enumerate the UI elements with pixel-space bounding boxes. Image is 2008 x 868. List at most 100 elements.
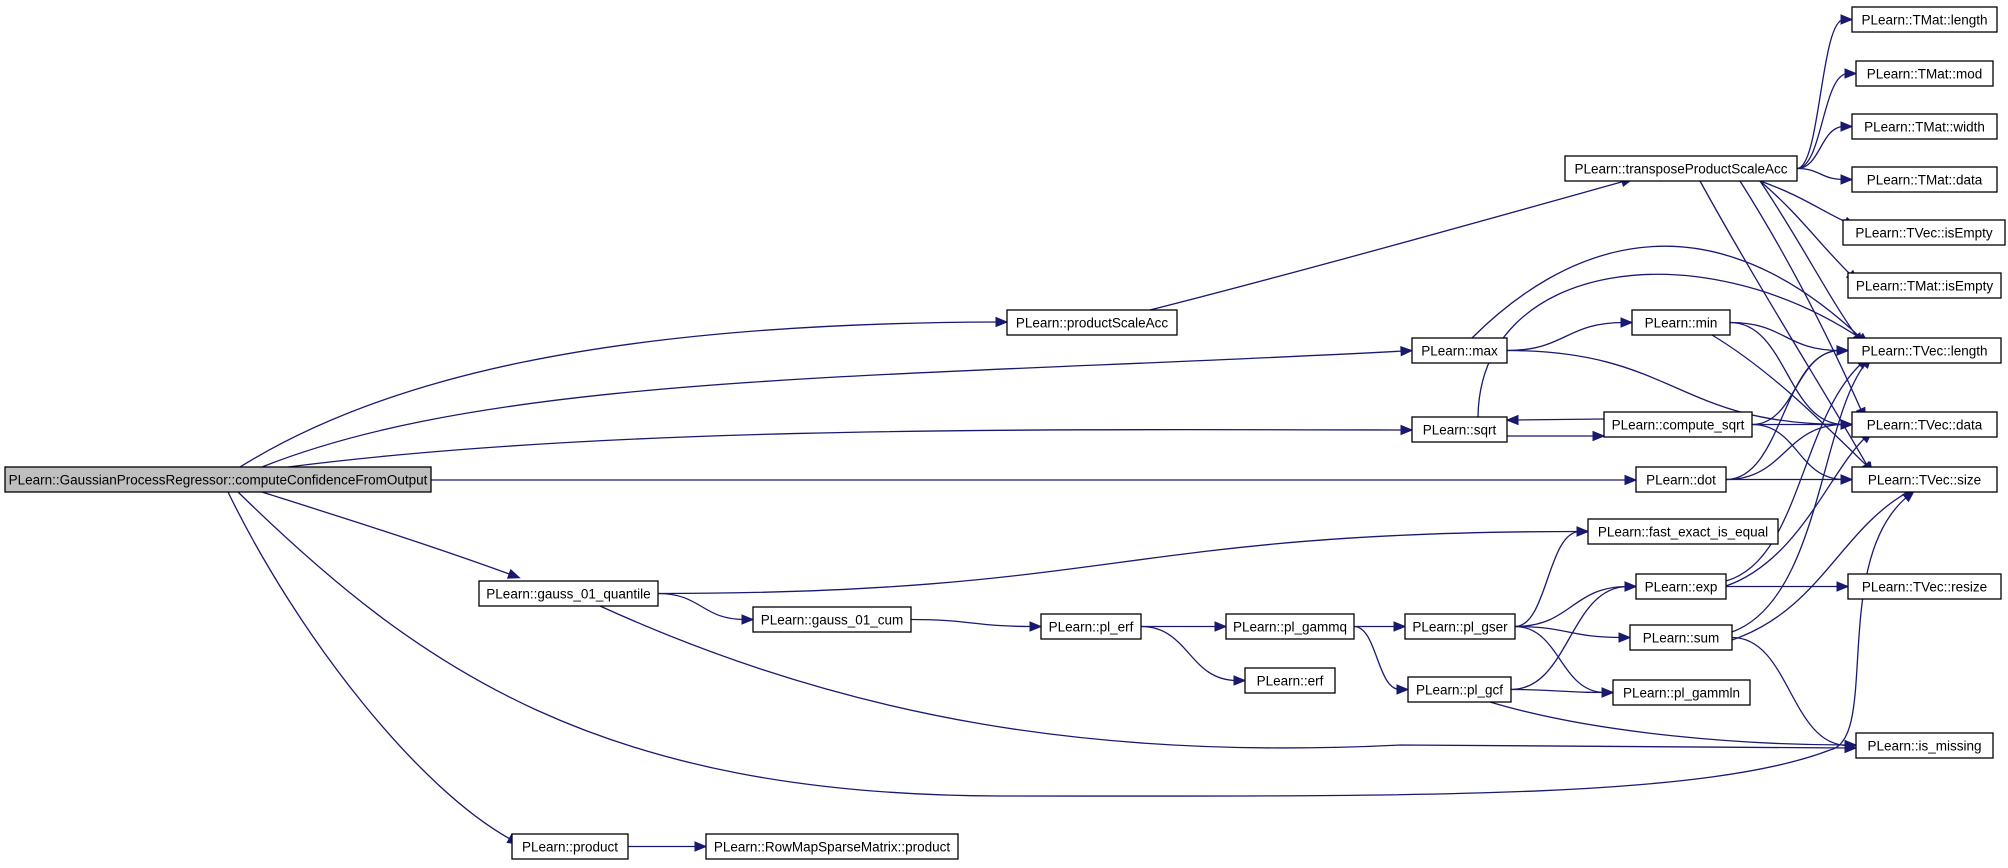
graph-node[interactable]: PLearn::erf	[1244, 667, 1336, 694]
node-label: PLearn::productScaleAcc	[1016, 316, 1169, 331]
graph-node[interactable]: PLearn::TVec::isEmpty	[1842, 219, 2006, 246]
graph-node[interactable]: PLearn::pl_gser	[1404, 613, 1516, 640]
graph-node[interactable]: PLearn::pl_gcf	[1407, 676, 1512, 703]
node-box	[478, 580, 659, 607]
edge-arrowhead	[741, 614, 755, 625]
graph-node[interactable]: PLearn::exp	[1635, 573, 1727, 600]
call-edge	[1725, 349, 1841, 481]
edge-arrowhead	[1029, 621, 1043, 632]
call-edge	[1353, 625, 1401, 691]
call-edge	[1514, 585, 1629, 628]
edge-arrowhead	[1592, 430, 1606, 442]
graph-node[interactable]: PLearn::TMat::width	[1851, 113, 1998, 140]
edge-arrowhead	[1396, 684, 1410, 695]
node-label: PLearn::TVec::data	[1867, 418, 1983, 433]
node-label: PLearn::erf	[1257, 674, 1324, 689]
node-label: PLearn::TMat::data	[1867, 173, 1983, 188]
edge-arrowhead	[1393, 621, 1407, 632]
call-edge	[1514, 530, 1581, 628]
graph-node[interactable]: PLearn::pl_gammq	[1225, 613, 1355, 640]
node-box	[4, 466, 432, 493]
call-edge	[1759, 180, 1859, 339]
call-edge	[287, 428, 1405, 468]
call-edge	[1514, 625, 1623, 639]
node-box	[1411, 416, 1508, 443]
node-label: PLearn::TVec::resize	[1862, 580, 1987, 595]
call-edge	[1506, 321, 1625, 352]
graph-node[interactable]: PLearn::TVec::data	[1851, 411, 1998, 438]
call-edge	[261, 350, 1405, 468]
graph-node[interactable]: PLearn::fast_exact_is_equal	[1587, 518, 1779, 545]
node-label: PLearn::sqrt	[1423, 423, 1497, 438]
node-label: PLearn::TMat::mod	[1867, 67, 1983, 82]
call-edge	[1510, 585, 1629, 691]
graph-node[interactable]: PLearn::compute_sqrt	[1603, 411, 1753, 438]
edge-arrowhead	[1840, 474, 1854, 485]
node-box	[1244, 667, 1336, 694]
node-box	[1851, 466, 1998, 493]
graph-node[interactable]: PLearn::transposeProductScaleAcc	[1564, 155, 1798, 182]
call-edge	[1751, 423, 1845, 481]
node-label: PLearn::product	[522, 840, 618, 855]
node-box	[1851, 113, 1998, 140]
graph-node[interactable]: PLearn::gauss_01_quantile	[478, 580, 659, 607]
graph-node[interactable]: PLearn::max	[1411, 337, 1508, 364]
call-edge	[1729, 321, 1845, 426]
call-edge	[1739, 180, 1863, 413]
edge-arrowhead	[506, 568, 521, 579]
call-edge	[239, 321, 1000, 468]
call-edge	[1731, 636, 1849, 747]
node-box	[1847, 573, 2002, 600]
call-edge	[1759, 180, 1853, 277]
call-edge	[1729, 321, 1841, 352]
node-label: PLearn::pl_gammq	[1233, 620, 1347, 635]
graph-node[interactable]: PLearn::pl_gammln	[1612, 679, 1751, 706]
graph-node[interactable]: PLearn::pl_erf	[1040, 613, 1142, 640]
graph-node[interactable]: PLearn::product	[511, 833, 629, 860]
call-edge	[1725, 436, 1867, 587]
edge-arrowhead	[1840, 121, 1854, 132]
edge-arrowhead	[1400, 345, 1414, 357]
graph-node[interactable]: PLearn::TMat::length	[1851, 6, 1998, 33]
node-box	[1847, 337, 2002, 364]
node-box	[1629, 624, 1733, 651]
graph-node[interactable]: PLearn::TMat::data	[1851, 166, 1998, 193]
node-box	[1842, 219, 2006, 246]
node-label: PLearn::pl_gammln	[1623, 686, 1740, 701]
node-label: PLearn::pl_gcf	[1416, 683, 1503, 698]
graph-node[interactable]: PLearn::productScaleAcc	[1006, 309, 1178, 336]
call-edge	[1471, 245, 1863, 340]
edge-arrowhead	[1840, 419, 1854, 430]
graph-node[interactable]: PLearn::dot	[1635, 466, 1727, 493]
graph-node[interactable]: PLearn::sum	[1629, 624, 1733, 651]
graph-node[interactable]: PLearn::RowMapSparseMatrix::product	[705, 833, 959, 860]
graph-node[interactable]: PLearn::TVec::length	[1847, 337, 2002, 364]
root-node[interactable]: PLearn::GaussianProcessRegressor::comput…	[4, 466, 432, 493]
node-box	[1851, 166, 1998, 193]
edge-arrowhead	[1836, 581, 1850, 592]
edge-arrowhead	[1836, 345, 1850, 356]
graph-node[interactable]: PLearn::TMat::mod	[1855, 60, 1994, 87]
graph-node[interactable]: PLearn::min	[1631, 309, 1731, 336]
call-edge	[1711, 334, 1869, 468]
edge-arrowhead	[1576, 526, 1590, 537]
graph-node[interactable]: PLearn::sqrt	[1411, 416, 1508, 443]
node-box	[1635, 466, 1727, 493]
graph-node[interactable]: PLearn::is_missing	[1855, 732, 1994, 759]
call-edge	[237, 491, 1909, 797]
graph-node[interactable]: PLearn::gauss_01_cum	[752, 606, 912, 633]
node-label: PLearn::is_missing	[1867, 739, 1981, 754]
call-edge	[1731, 362, 1867, 633]
node-box	[1411, 337, 1508, 364]
node-label: PLearn::exp	[1645, 580, 1718, 595]
edge-arrowhead	[1624, 474, 1638, 486]
graph-node[interactable]: PLearn::TVec::resize	[1847, 573, 2002, 600]
call-edge	[1514, 418, 1605, 421]
node-label: PLearn::gauss_01_cum	[761, 613, 904, 628]
node-label: PLearn::pl_gser	[1412, 620, 1508, 635]
graph-node[interactable]: PLearn::TMat::isEmpty	[1847, 272, 2002, 299]
edge-arrowhead	[1620, 317, 1634, 328]
call-edge	[1149, 180, 1626, 311]
node-box	[1587, 518, 1779, 545]
graph-node[interactable]: PLearn::TVec::size	[1851, 466, 1998, 493]
